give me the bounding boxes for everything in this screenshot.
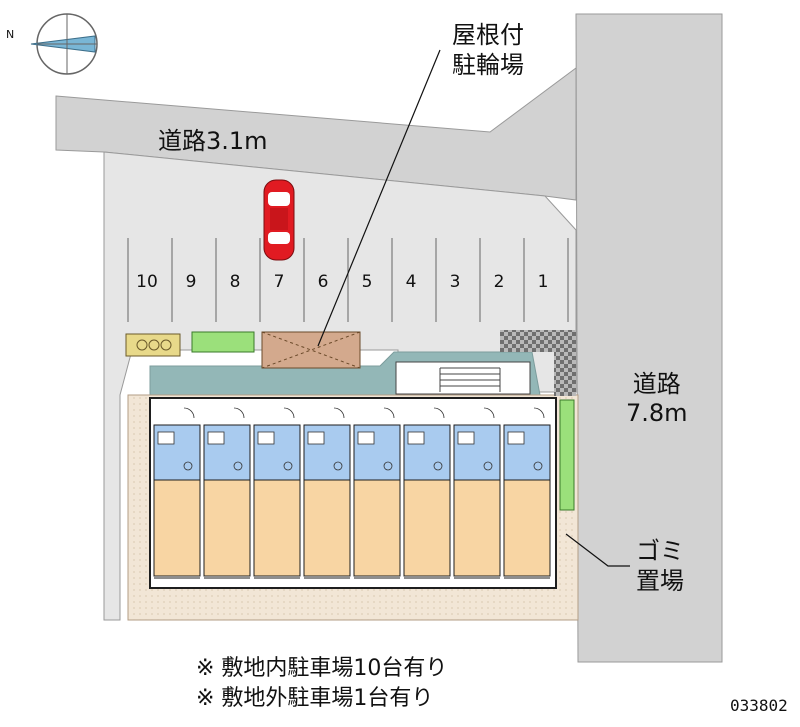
parking-space-10: 10 [136,272,158,292]
unit-door [183,407,195,419]
roof-bicycle-line2: 駐輪場 [452,51,524,79]
unit-room [353,479,401,577]
planting-left [191,331,255,353]
garbage-line1: ゴミ [636,537,684,565]
unit-bath [207,431,225,445]
roof-bicycle-parking-label: 屋根付 駐輪場 [452,20,524,80]
unit-bath [157,431,175,445]
unit-door [483,407,495,419]
callout-line-garbage [565,533,630,567]
unit-bath [507,431,525,445]
garbage-line2: 置場 [636,567,684,595]
parking-space-1: 1 [537,272,549,292]
planting-right [559,399,575,511]
unit-fixture [383,461,393,471]
unit-door [383,407,395,419]
road-right-line2: 7.8m [626,399,688,427]
unit-bath [457,431,475,445]
unit-room [503,479,551,577]
unit-fixture [233,461,243,471]
property-id: 033802 [730,696,788,715]
apartment-units [153,407,551,579]
compass-north-icon [30,13,98,75]
compass-north-label: N [6,28,15,41]
unit-bath [307,431,325,445]
callout-line-bicycle [317,49,441,347]
unit-room [403,479,451,577]
parking-lot [103,151,577,621]
unit-fixture [283,461,293,471]
bicycle-parking [261,331,361,369]
parking-space-9: 9 [185,272,197,292]
road-top-label: 道路3.1m [158,127,268,155]
checker-pad-top [500,330,576,352]
note-onsite-parking: ※ 敷地内駐車場10台有り [196,656,448,681]
car-icon [263,179,295,261]
unit-bath [257,431,275,445]
roof-bicycle-line1: 屋根付 [452,21,524,49]
road-right-label: 道路 7.8m [626,364,688,427]
unit-door [533,407,545,419]
unit-fixture [433,461,443,471]
parking-space-6: 6 [317,272,329,292]
unit-room [153,479,201,577]
utility-box [125,333,181,357]
unit-bath [407,431,425,445]
unit-room [453,479,501,577]
parking-space-3: 3 [449,272,461,292]
stairs-area [395,361,531,395]
utility-circles [136,339,172,351]
unit-room [303,479,351,577]
unit-door [233,407,245,419]
parking-space-4: 4 [405,272,417,292]
road-top [55,67,577,201]
road-right-line1: 道路 [632,370,681,398]
stairs [439,367,501,392]
parking-space-8: 8 [229,272,241,292]
parking-space-2: 2 [493,272,505,292]
unit-room [253,479,301,577]
parking-space-7: 7 [273,272,285,292]
unit-fixture [483,461,493,471]
checker-pad-right [554,352,576,396]
garbage-area-label: ゴミ 置場 [636,536,684,596]
unit-room [203,479,251,577]
parking-space-lines [127,238,569,322]
note-offsite-parking: ※ 敷地外駐車場1台有り [196,686,434,711]
unit-door [433,407,445,419]
unit-fixture [333,461,343,471]
unit-door [333,407,345,419]
unit-bath [357,431,375,445]
unit-fixture [183,461,193,471]
unit-fixture [533,461,543,471]
parking-space-5: 5 [361,272,373,292]
unit-door [283,407,295,419]
